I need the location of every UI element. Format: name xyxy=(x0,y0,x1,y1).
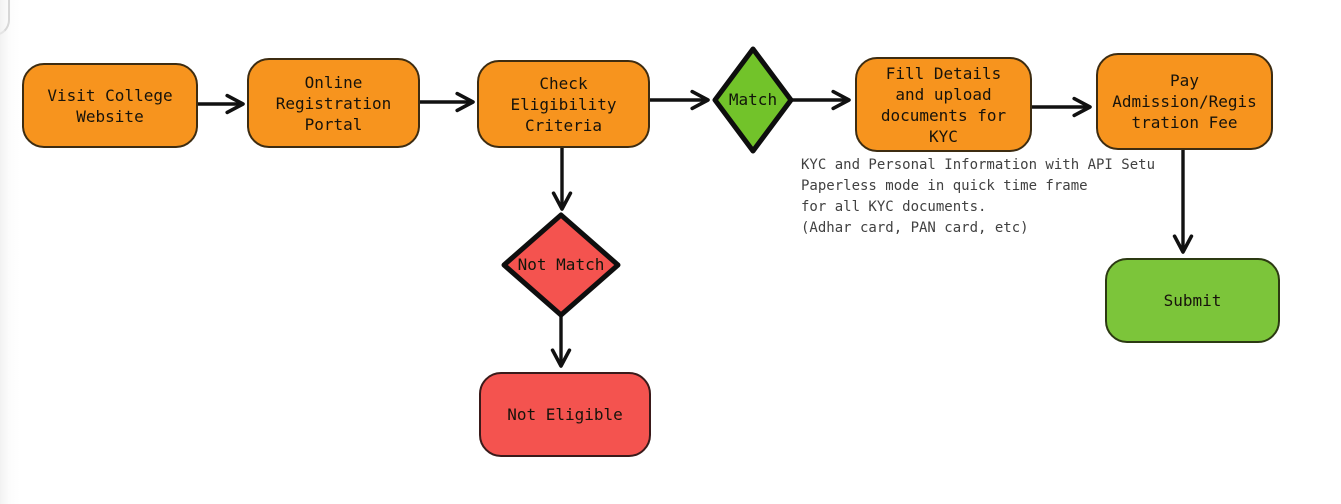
node-check-eligibility-criteria: Check Eligibility Criteria xyxy=(477,60,650,148)
decision-shape-not-match xyxy=(501,212,621,318)
node-submit: Submit xyxy=(1105,258,1280,343)
decision-shape-match xyxy=(712,46,794,154)
node-online-registration-portal: Online Registration Portal xyxy=(247,58,420,148)
kyc-api-setu-annotation: KYC and Personal Information with API Se… xyxy=(801,157,1156,236)
node-label-fill-details: Fill Details and upload documents for KY… xyxy=(880,63,1007,146)
node-label-pay: Pay Admission/Regis tration Fee xyxy=(1112,71,1257,132)
node-fill-details-upload-kyc: Fill Details and upload documents for KY… xyxy=(855,57,1032,152)
node-visit-college-website: Visit College Website xyxy=(22,63,198,148)
node-label-portal: Online Registration Portal xyxy=(275,72,392,134)
node-label-submit: Submit xyxy=(1163,291,1222,310)
node-label-not-eligible: Not Eligible xyxy=(507,405,623,424)
decision-label-match: Match xyxy=(728,90,778,109)
node-label-check: Check Eligibility Criteria xyxy=(510,73,617,135)
node-label-visit: Visit College Website xyxy=(47,85,173,126)
node-pay-admission-fee: Pay Admission/Regis tration Fee xyxy=(1096,53,1273,150)
decision-label-not-match: Not Match xyxy=(517,255,605,274)
node-not-eligible: Not Eligible xyxy=(479,372,651,457)
